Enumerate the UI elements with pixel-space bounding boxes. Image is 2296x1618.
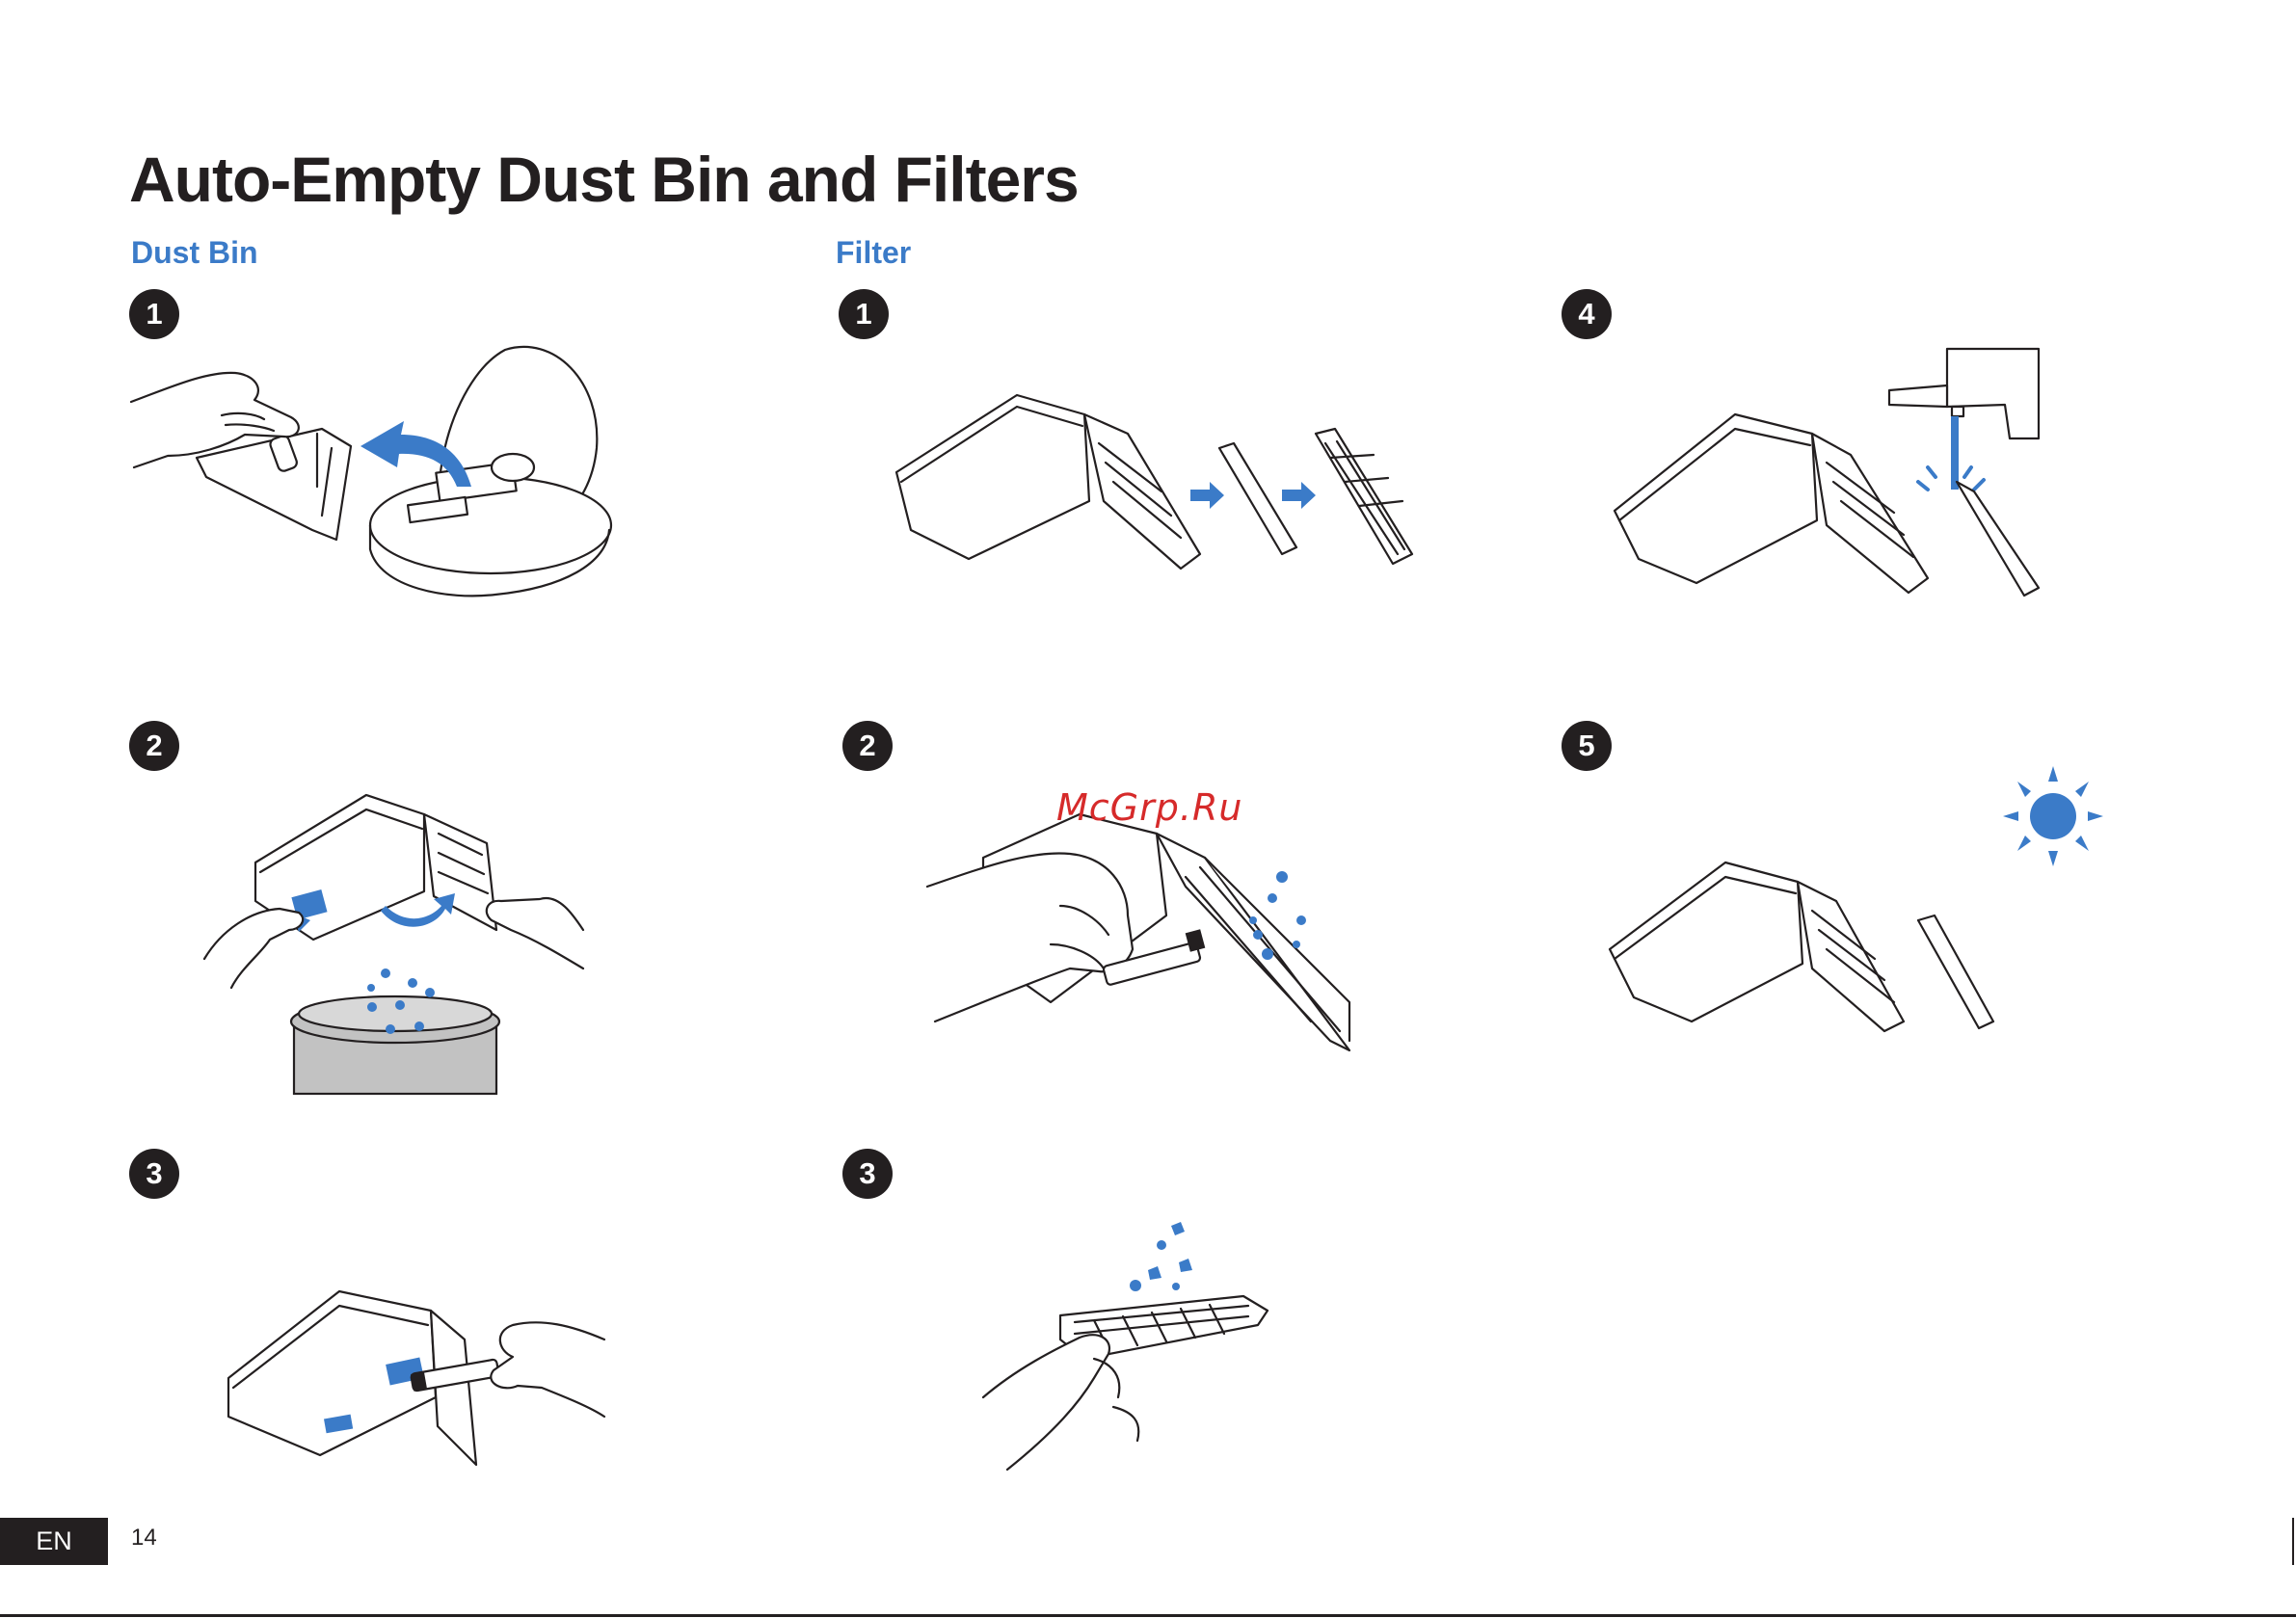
dust-bin-icon	[896, 395, 1200, 569]
sun-icon	[2003, 766, 2103, 866]
page-number: 14	[131, 1525, 157, 1552]
filter-icon	[1957, 482, 2039, 596]
trash-can-icon	[291, 996, 499, 1094]
dust-bin-step-2-badge: 2	[129, 721, 179, 771]
page-title: Auto-Empty Dust Bin and Filters	[129, 143, 1079, 216]
dust-bin-step-3-badge: 3	[129, 1149, 179, 1199]
dust-bin-step-1-badge: 1	[129, 289, 179, 339]
dust-bin-icon	[1610, 862, 1904, 1031]
hand-icon	[927, 853, 1133, 1021]
filter-step-3-badge: 3	[842, 1149, 893, 1199]
section-heading-dust-bin: Dust Bin	[131, 235, 258, 271]
filter-step-5-badge: 5	[1562, 721, 1612, 771]
hand-icon	[491, 1322, 604, 1417]
dust-bin-icon	[1615, 414, 1928, 593]
filter-step-4-badge: 4	[1562, 289, 1612, 339]
section-heading-filter: Filter	[836, 235, 911, 271]
filter-icon	[1219, 429, 1412, 564]
illustration-empty-dust-bin	[202, 785, 588, 1094]
filter-step-2-badge: 2	[842, 721, 893, 771]
edge-mark	[2292, 1518, 2294, 1565]
hand-icon	[204, 898, 583, 988]
illustration-brush-filter	[925, 809, 1359, 1050]
robot-vacuum-icon	[370, 347, 611, 596]
illustration-tap-filter	[978, 1214, 1272, 1474]
illustration-remove-filter	[892, 385, 1417, 573]
water-stream	[1951, 416, 1959, 490]
illustration-remove-dust-bin	[129, 342, 611, 612]
hand-icon	[983, 1335, 1138, 1470]
faucet-icon	[1889, 349, 2039, 438]
bottom-rule	[0, 1614, 2296, 1617]
watermark: McGrp.Ru	[1056, 786, 1242, 829]
illustration-brush-dust-bin	[224, 1282, 609, 1474]
filter-step-1-badge: 1	[839, 289, 889, 339]
language-tab: EN	[0, 1518, 108, 1565]
illustration-rinse-filter	[1610, 347, 2043, 602]
illustration-dry-filter	[1605, 766, 2106, 1041]
filter-icon	[1918, 915, 1993, 1028]
